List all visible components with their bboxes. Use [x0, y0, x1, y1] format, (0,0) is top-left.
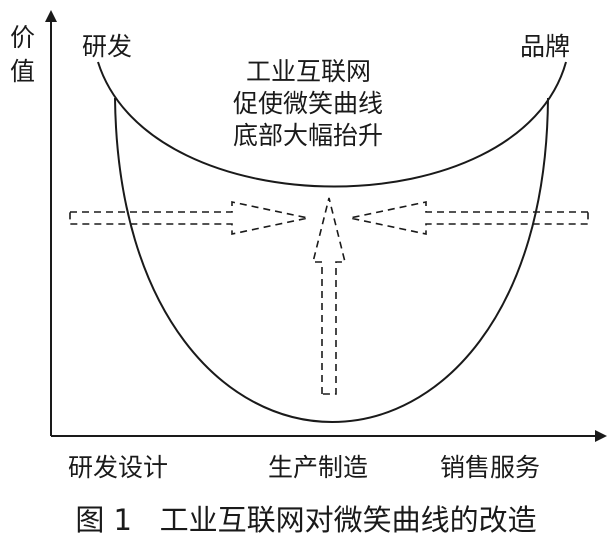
original-smile-curve — [114, 97, 549, 423]
x-label-rd-design: 研发设计 — [68, 453, 168, 482]
figure-caption: 图 1 工业互联网对微笑曲线的改造 — [75, 503, 536, 537]
center-text-line-3: 底部大幅抬升 — [233, 121, 383, 150]
curve-right-label: 品牌 — [520, 32, 570, 61]
curve-left-label: 研发 — [82, 32, 132, 61]
x-label-sales-service: 销售服务 — [440, 453, 540, 482]
right-dashed-arrow — [349, 201, 589, 235]
center-dashed-arrow — [311, 197, 347, 395]
lifted-smile-curve — [97, 61, 567, 188]
y-axis-label-bottom: 值 — [10, 57, 35, 86]
center-text-line-1: 工业互联网 — [246, 57, 371, 86]
x-label-manufacturing: 生产制造 — [268, 453, 368, 482]
left-dashed-arrow — [69, 201, 309, 235]
center-text-line-2: 促使微笑曲线 — [233, 89, 383, 118]
y-axis-label-top: 价 — [10, 23, 35, 52]
